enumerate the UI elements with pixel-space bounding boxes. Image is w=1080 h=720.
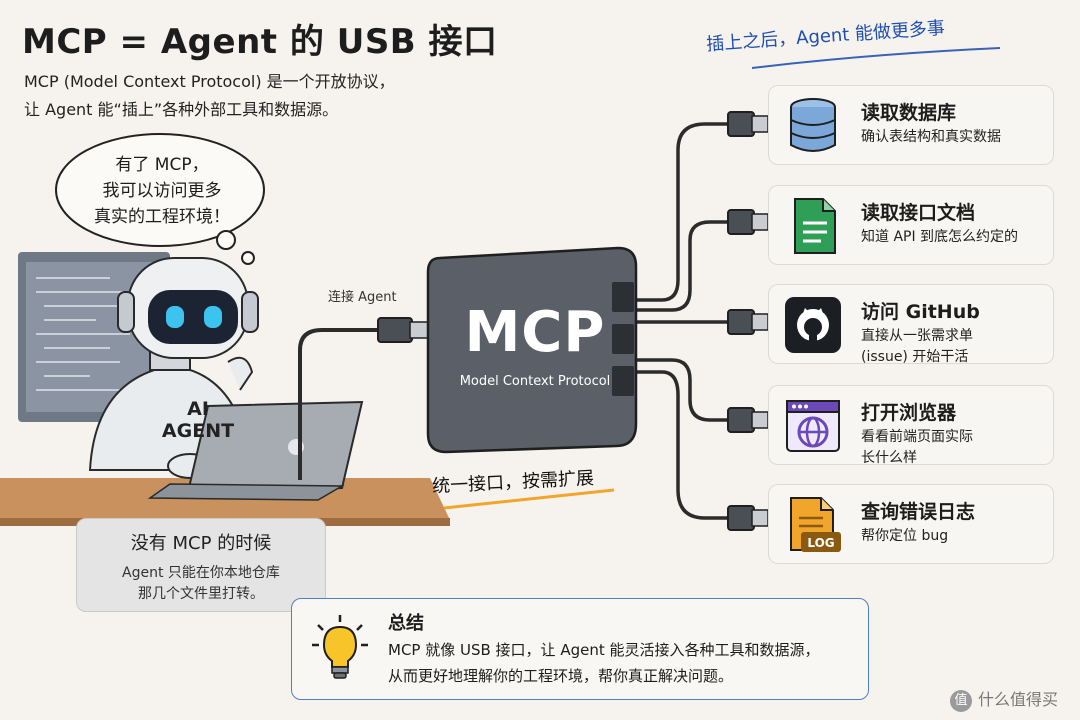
agent-usb-plug	[377, 317, 431, 343]
tool-desc-line: 看看前端页面实际	[861, 429, 973, 445]
intro-text: MCP (Model Context Protocol) 是一个开放协议， 让 …	[24, 68, 395, 124]
tool-title: 打开浏览器	[861, 402, 957, 424]
tool-title: 读取数据库	[861, 102, 957, 124]
tool-desc-line: 确认表结构和真实数据	[861, 129, 1001, 145]
thought-bubble	[55, 133, 265, 265]
shirt-line: AI	[187, 398, 209, 420]
tool-desc: 知道 API 到底怎么约定的	[861, 227, 1018, 248]
tool-card-api-doc: 读取接口文档 知道 API 到底怎么约定的	[768, 185, 1054, 265]
tool-card-github: 访问 GitHub 直接从一张需求单 (issue) 开始干活	[768, 284, 1054, 365]
top-note-underline	[751, 47, 1001, 69]
log-file-icon: LOG	[790, 497, 841, 552]
hub-name: MCP	[464, 300, 606, 365]
tool-title: 读取接口文档	[861, 202, 976, 224]
bubble-line: 有了 MCP，	[115, 155, 209, 175]
tool-card-database: 读取数据库 确认表结构和真实数据	[768, 85, 1054, 165]
no-mcp-desc: Agent 只能在你本地仓库 那几个文件里打转。	[77, 563, 325, 605]
tool-desc-line: 直接从一张需求单	[861, 328, 973, 344]
shirt-line: AGENT	[161, 420, 235, 442]
github-icon	[785, 297, 841, 353]
watermark-logo: 值	[950, 689, 972, 712]
tool-cables	[632, 122, 730, 520]
lightbulb-icon	[312, 615, 368, 679]
page-title: MCP = Agent 的 USB 接口	[22, 22, 498, 62]
thought-bubble-text: 有了 MCP， 我可以访问更多 真实的工程环境！	[70, 152, 254, 230]
log-badge-text: LOG	[807, 536, 834, 550]
tool-desc-line: 长什么样	[861, 450, 917, 466]
bubble-line: 真实的工程环境！	[94, 207, 230, 227]
database-icon	[790, 98, 836, 152]
tool-desc: 直接从一张需求单 (issue) 开始干活	[861, 326, 973, 368]
intro-line: MCP (Model Context Protocol) 是一个开放协议，	[24, 72, 395, 91]
tool-title: 访问 GitHub	[861, 301, 980, 323]
hub-subtitle: Model Context Protocol	[459, 374, 611, 389]
tool-card-browser: 打开浏览器 看看前端页面实际 长什么样	[768, 385, 1054, 466]
agent-cable	[298, 328, 380, 480]
unified-underline	[443, 488, 615, 510]
no-mcp-box: 没有 MCP 的时候 Agent 只能在你本地仓库 那几个文件里打转。	[76, 518, 326, 612]
tool-desc: 帮你定位 bug	[861, 526, 948, 547]
summary-line: 从而更好地理解你的工程环境，帮你真正解决问题。	[388, 667, 734, 685]
intro-line: 让 Agent 能“插上”各种外部工具和数据源。	[24, 100, 339, 119]
tool-desc-line: 知道 API 到底怎么约定的	[861, 229, 1019, 245]
tool-title: 查询错误日志	[861, 501, 976, 523]
no-mcp-title: 没有 MCP 的时候	[130, 533, 272, 554]
summary-box: 总结 MCP 就像 USB 接口，让 Agent 能灵活接入各种工具和数据源， …	[291, 598, 869, 700]
browser-globe-icon	[786, 400, 840, 452]
summary-title: 总结	[388, 613, 424, 634]
robot-shirt-label: AI AGENT	[158, 398, 238, 442]
watermark-text: 什么值得买	[978, 690, 1059, 709]
no-mcp-line: 那几个文件里打转。	[138, 586, 264, 602]
tool-desc-line: 帮你定位 bug	[861, 528, 949, 544]
summary-text: MCP 就像 USB 接口，让 Agent 能灵活接入各种工具和数据源， 从而更…	[388, 637, 820, 689]
tool-desc: 看看前端页面实际 长什么样	[861, 427, 973, 469]
summary-line: MCP 就像 USB 接口，让 Agent 能灵活接入各种工具和数据源，	[388, 641, 820, 659]
connect-agent-label: 连接 Agent	[328, 290, 397, 305]
tool-desc: 确认表结构和真实数据	[861, 127, 1001, 148]
no-mcp-line: Agent 只能在你本地仓库	[122, 565, 280, 581]
tool-card-logs: LOG 查询错误日志 帮你定位 bug	[768, 484, 1054, 564]
mcp-hub	[426, 246, 638, 454]
tool-usb-plugs	[727, 111, 769, 531]
bubble-line: 我可以访问更多	[102, 181, 222, 201]
watermark: 值什么值得买	[950, 686, 1058, 712]
laptop	[147, 400, 364, 501]
tool-desc-line: (issue) 开始干活	[861, 349, 969, 365]
document-icon	[794, 198, 836, 254]
